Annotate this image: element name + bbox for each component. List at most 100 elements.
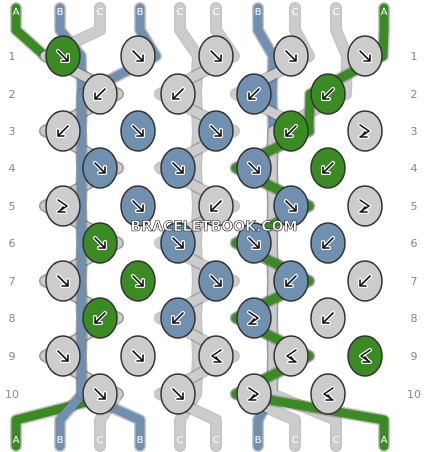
knot-arrow-icon [322,386,335,402]
knot [347,335,383,377]
row-label-right: 2 [411,88,418,101]
knot [310,222,346,264]
knot-arrow-icon [285,348,298,364]
knot-arrow-icon [247,310,260,326]
knot-arrow-icon [93,387,107,401]
knot-arrow-icon [171,87,185,101]
knot [347,35,383,77]
strand-label-bottom: B [57,435,64,446]
knot-arrow-icon [93,236,107,250]
row-label-left: 1 [9,50,16,63]
strand-label-bottom: A [381,435,388,446]
knot-arrow-icon [359,348,372,364]
knot [45,260,81,302]
row-label-right: 5 [411,200,418,213]
knot [310,297,346,339]
knot [198,110,234,152]
strand-label-bottom: C [97,435,104,446]
knot [273,335,309,377]
knot [82,147,118,189]
knot-arrow-icon [247,386,260,402]
knot-arrow-icon [209,124,223,138]
strand-label-top: C [333,7,340,18]
knot-arrow-icon [56,349,70,363]
strand-label-bottom: C [333,435,340,446]
row-label-left: 6 [9,237,16,250]
row-label-right: 10 [407,388,421,401]
row-label-right: 7 [411,275,418,288]
knot-arrow-icon [209,199,223,213]
knot [347,260,383,302]
strand-label-top: C [177,7,184,18]
knot [45,335,81,377]
strand-label-top: B [137,7,144,18]
strand-label-bottom: B [255,435,262,446]
row-label-right: 9 [411,350,418,363]
knot [273,35,309,77]
knot [310,73,346,115]
knot-arrow-icon [321,236,335,250]
knot [198,335,234,377]
knot [120,110,156,152]
knot-arrow-icon [56,274,70,288]
strand-label-bottom: C [213,435,220,446]
row-label-right: 6 [411,237,418,250]
knot [120,260,156,302]
row-label-left: 5 [9,200,16,213]
knot-arrow-icon [284,274,298,288]
knot [120,185,156,227]
knot-arrow-icon [131,124,145,138]
knot [198,185,234,227]
knot-arrow-icon [171,161,185,175]
knot [236,73,272,115]
knot [310,147,346,189]
strand-label-bottom: C [292,435,299,446]
knot-arrow-icon [131,199,145,213]
knot-arrow-icon [171,311,185,325]
knot [160,222,196,264]
knot-arrow-icon [247,236,261,250]
knot-arrow-icon [358,123,371,139]
knot-arrow-icon [321,87,335,101]
knot [120,335,156,377]
knot-grid [45,35,383,415]
knot-arrow-icon [171,387,185,401]
strand-label-top: A [381,7,388,18]
knot [273,185,309,227]
knot [160,373,196,415]
knot [198,35,234,77]
knot-arrow-icon [247,161,261,175]
strand-label-top: B [255,7,262,18]
knot [347,110,383,152]
knot-arrow-icon [284,49,298,63]
knot-arrow-icon [93,311,107,325]
row-label-right: 3 [411,125,418,138]
knot-arrow-icon [321,311,335,325]
knot-arrow-icon [210,348,223,364]
strand-label-bottom: A [13,435,20,446]
knot-arrow-icon [247,87,261,101]
knot-arrow-icon [284,124,298,138]
knot [198,260,234,302]
knot-arrow-icon [171,236,185,250]
knot [45,185,81,227]
knot-arrow-icon [131,349,145,363]
knot [45,110,81,152]
knot [236,297,272,339]
strand-label-top: C [97,7,104,18]
knot [120,35,156,77]
strand-label-top: A [13,7,20,18]
knot-arrow-icon [358,198,371,214]
row-label-right: 8 [411,312,418,325]
knot-arrow-icon [209,274,223,288]
strand-label-bottom: B [137,435,144,446]
row-label-left: 10 [5,388,19,401]
knot-arrow-icon [56,198,69,214]
knot [82,297,118,339]
row-label-left: 2 [9,88,16,101]
knot-arrow-icon [56,49,70,63]
knot [82,373,118,415]
knot-arrow-icon [358,49,372,63]
row-label-left: 3 [9,125,16,138]
knot-arrow-icon [56,124,70,138]
